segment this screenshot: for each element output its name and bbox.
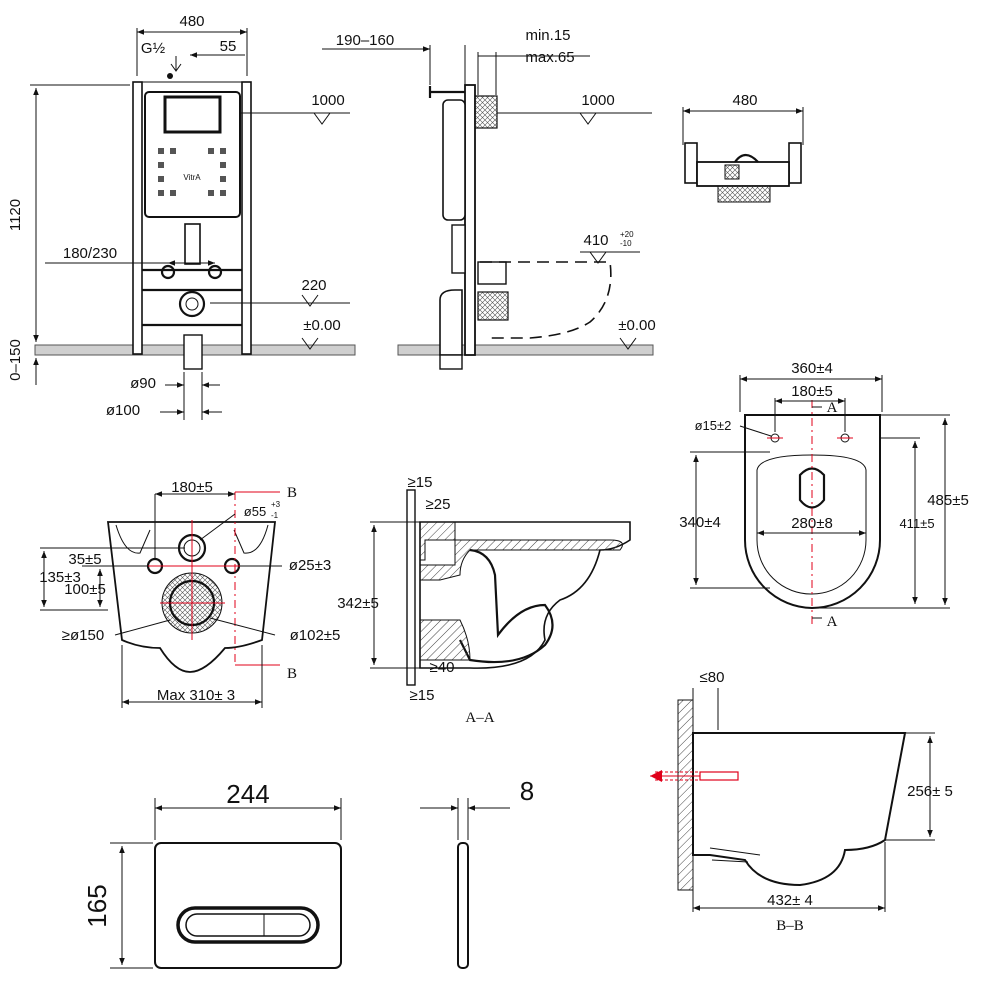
dim-plate-thickness: 8 xyxy=(520,776,534,806)
dim-outlet-height: 100±5 xyxy=(64,581,106,598)
section-mark-a-bottom: A xyxy=(827,614,838,630)
dim-bolt-dia: ø25±3 xyxy=(289,557,331,574)
dim-outlet-dia: ø102±5 xyxy=(290,627,341,644)
drain-outlet xyxy=(178,290,206,318)
frame-front-view: VitrA 480 G½ 55 1120 xyxy=(7,13,356,420)
frame-top-view: 480 xyxy=(682,92,804,203)
brand-label: VitrA xyxy=(183,173,201,182)
dim-bowl-length: 485±5 xyxy=(927,492,969,509)
dim-bolt-height: 35±5 xyxy=(68,551,101,568)
fixing-bolt-body xyxy=(699,771,739,781)
flush-pipe xyxy=(184,223,201,265)
dim-outlet-min: ≥ø150 xyxy=(62,627,104,644)
toilet-outline-dashed xyxy=(480,261,612,339)
frame-side-view: 190–160 min.15 max.65 1000 410 +20 -10 ±… xyxy=(322,27,656,370)
cistern-pattern xyxy=(158,148,226,196)
svg-text:-10: -10 xyxy=(620,239,632,248)
bowl-bowl-curve xyxy=(459,548,554,664)
section-b-b: ≤80 256± 5 432± 4 B–B xyxy=(650,669,953,934)
dim-inlet-height: 135±3 xyxy=(39,569,81,586)
side-cistern xyxy=(442,99,466,221)
caption-a-a: A–A xyxy=(465,710,494,726)
dim-bowl-side-length: 432± 4 xyxy=(767,892,813,909)
dim-hole-dia: ø15±2 xyxy=(695,418,732,433)
flush-plate-outline xyxy=(154,842,342,969)
dim-pipe-inner: ø90 xyxy=(130,375,156,392)
dim-top-width: 480 xyxy=(732,92,757,109)
drain-opening-top xyxy=(798,467,826,509)
fixing-bolt-tip xyxy=(650,770,662,782)
dim-width: 480 xyxy=(179,13,204,30)
section-mark-a-top: A xyxy=(827,400,838,416)
bowl-top-view: A A 360±4 180±5 ø15±2 340±4 280±8 411±5 … xyxy=(679,360,969,630)
side-bracket xyxy=(428,86,465,98)
dim-outlet-level: 220 xyxy=(301,277,326,294)
dim-height: 1120 xyxy=(7,199,24,231)
dim-bottom-clear: ≥15 xyxy=(410,687,435,704)
bolt-right xyxy=(207,264,223,280)
dim-bolt-spacing: 180/230 xyxy=(63,245,117,262)
side-post xyxy=(464,84,476,356)
top-cistern xyxy=(696,161,790,187)
floor-slab-side xyxy=(397,344,654,356)
dim-plate-width: 244 xyxy=(226,779,269,809)
flush-plate-profile xyxy=(457,842,469,969)
dim-pipe-outer: ø100 xyxy=(106,402,140,419)
frame-post-left xyxy=(132,81,143,355)
side-bolt-bracket xyxy=(477,261,507,285)
dim-bowl-height: 256± 5 xyxy=(907,783,953,800)
dim-plate-height: 165 xyxy=(82,884,112,927)
dim-wall-max: max.65 xyxy=(525,49,574,66)
dim-bolt-len: ≤80 xyxy=(700,669,725,686)
dim-bolt-spacing-back: 180±5 xyxy=(171,479,213,496)
dim-bowl-depth: 340±4 xyxy=(679,514,721,531)
wall-hatch xyxy=(677,699,694,891)
side-drain-connector xyxy=(477,291,509,321)
dim-section-height: 342±5 xyxy=(337,595,379,612)
dim-thread: G½ xyxy=(141,40,166,57)
dim-floor-level: ±0.00 xyxy=(303,317,340,334)
water-inlet-arrow xyxy=(170,56,182,72)
caption-b-b: B–B xyxy=(776,918,804,934)
dim-bowl-width: 360±4 xyxy=(791,360,833,377)
dim-flush-level: 1000 xyxy=(311,92,344,109)
dim-seat-height: 410 xyxy=(583,232,608,249)
flush-opening xyxy=(163,95,222,134)
dim-inlet-offset: 55 xyxy=(220,38,237,55)
section-mark-b-top: B xyxy=(287,485,297,501)
side-flush-plate xyxy=(474,95,498,129)
dim-hole-spacing-top: 180±5 xyxy=(791,383,833,400)
dim-inner-width: 280±8 xyxy=(791,515,833,532)
drain-stub xyxy=(183,334,203,370)
dim-inlet-dia: ø55 xyxy=(244,504,266,519)
svg-text:+3: +3 xyxy=(271,500,281,509)
dim-floor-level-side: ±0.00 xyxy=(618,317,655,334)
svg-text:-1: -1 xyxy=(271,511,279,520)
side-drain-bend xyxy=(439,289,463,356)
bowl-back-view: B B 180±5 ø55 +3 -1 ø25±3 135±3 35±5 100… xyxy=(39,479,340,708)
dim-flush-level-side: 1000 xyxy=(581,92,614,109)
flush-plate-side: 8 xyxy=(420,776,534,969)
dim-inner-length: 411±5 xyxy=(899,516,934,531)
bowl-side-outline xyxy=(692,732,907,887)
top-handle xyxy=(734,153,759,163)
section-mark-b-bottom: B xyxy=(287,666,297,682)
dim-top-clear: ≥15 xyxy=(408,474,433,491)
dim-depth: 190–160 xyxy=(336,32,394,49)
wall-face xyxy=(406,489,416,686)
dim-max-width: Max 310± 3 xyxy=(157,687,235,704)
bolt-left xyxy=(160,264,176,280)
dim-wall-gap: ≥25 xyxy=(426,496,451,513)
dim-floor-adjust: 0–150 xyxy=(7,339,24,381)
dim-low-gap: ≥40 xyxy=(430,659,455,676)
flush-plate-front: 244 165 xyxy=(82,779,342,969)
section-a-a: ≥15 ≥25 342±5 ≥40 ≥15 A–A xyxy=(337,474,631,726)
svg-text:+20: +20 xyxy=(620,230,634,239)
frame-post-right xyxy=(241,81,252,355)
dim-wall-min: min.15 xyxy=(525,27,570,44)
